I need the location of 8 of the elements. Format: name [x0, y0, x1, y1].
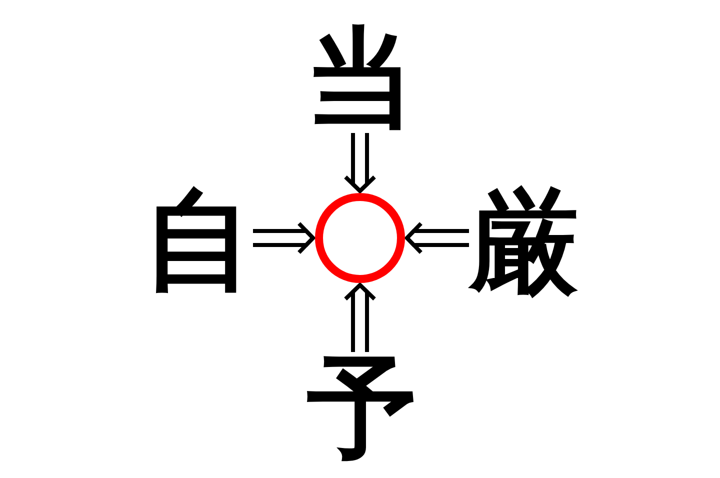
double-arrow	[404, 222, 471, 254]
double-arrow	[251, 222, 316, 254]
kanji-character: 自	[143, 185, 253, 295]
kanji-character: 当	[305, 23, 415, 133]
double-arrow	[344, 131, 376, 194]
kanji-character: 厳	[469, 187, 579, 297]
double-arrow	[344, 282, 376, 354]
kanji-character: 予	[307, 352, 417, 462]
